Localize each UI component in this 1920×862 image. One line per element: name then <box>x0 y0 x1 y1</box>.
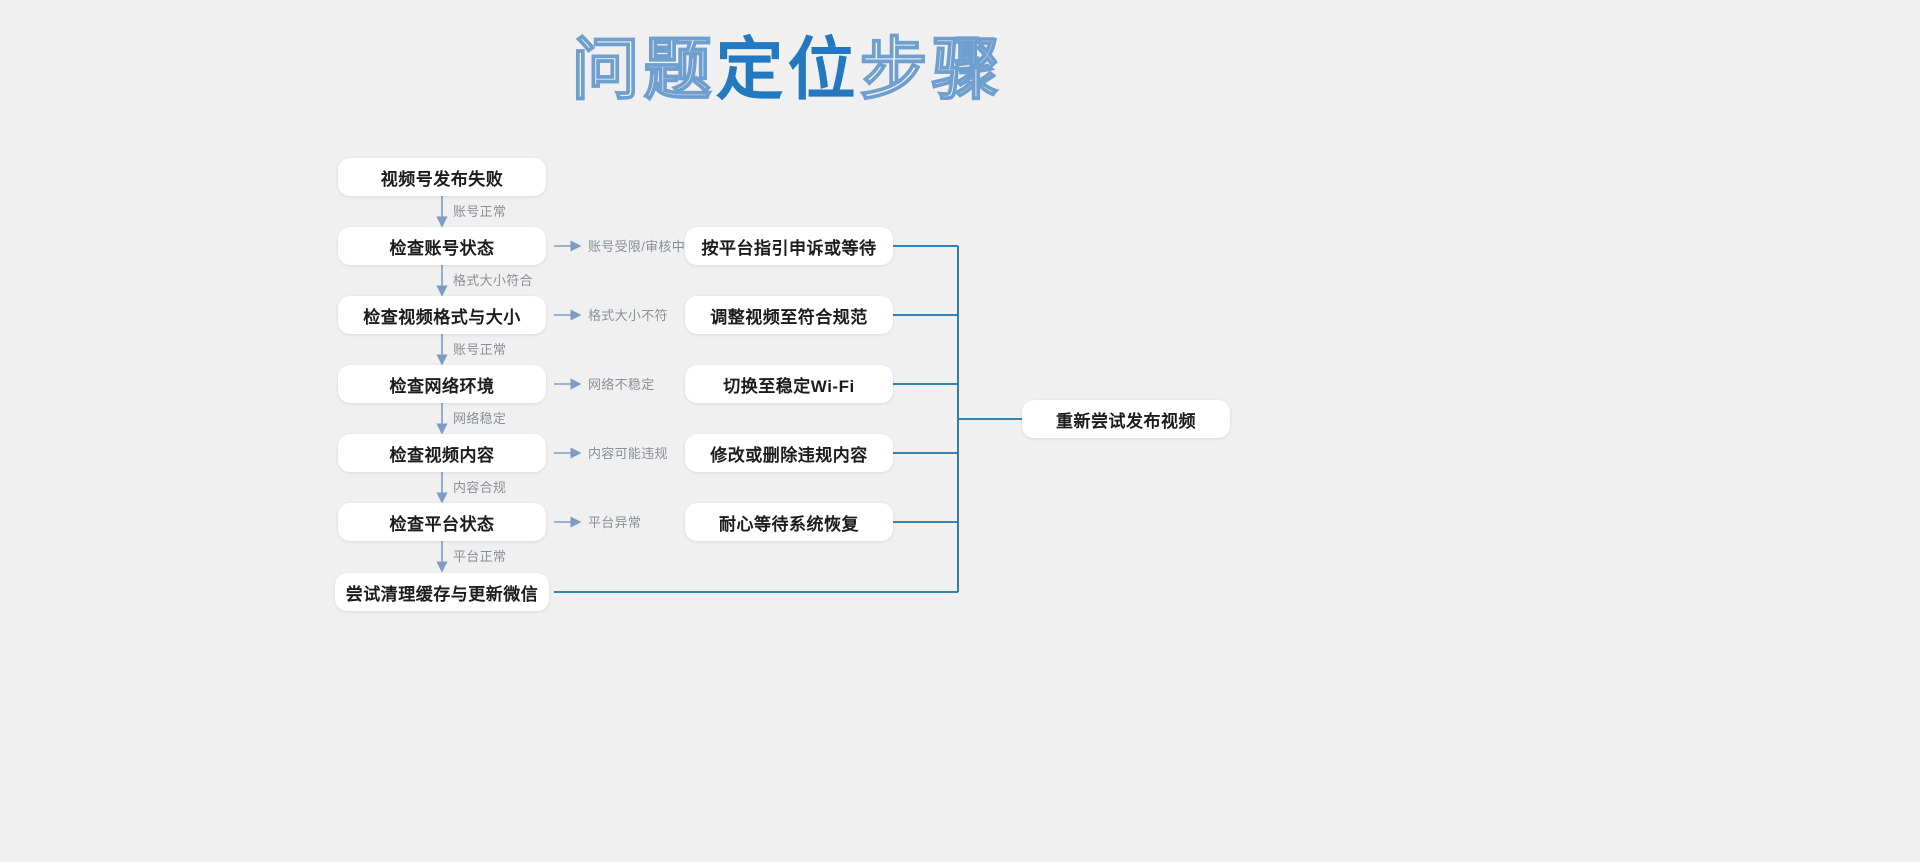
node-check-account[interactable]: 检查账号状态 <box>338 227 546 265</box>
node-action-switch-wifi[interactable]: 切换至稳定Wi-Fi <box>685 365 893 403</box>
step-label-account-normal: 账号正常 <box>453 204 507 219</box>
branch-label-account-restricted: 账号受限/审核中 <box>588 239 686 254</box>
step-label-platform-normal: 平台正常 <box>453 549 507 564</box>
branch-label-format-mismatch: 格式大小不符 <box>588 308 668 323</box>
node-check-network[interactable]: 检查网络环境 <box>338 365 546 403</box>
branch-label-content-violation: 内容可能违规 <box>588 446 668 461</box>
branch-label-platform-abnormal: 平台异常 <box>588 515 642 530</box>
node-label: 检查平台状态 <box>389 514 495 534</box>
node-check-content[interactable]: 检查视频内容 <box>338 434 546 472</box>
node-label: 按平台指引申诉或等待 <box>701 238 877 258</box>
branch-arrows <box>554 240 582 528</box>
node-action-adjust-video[interactable]: 调整视频至符合规范 <box>685 296 893 334</box>
node-clear-cache[interactable]: 尝试清理缓存与更新微信 <box>335 573 549 611</box>
node-check-format[interactable]: 检查视频格式与大小 <box>338 296 546 334</box>
node-retry-publish[interactable]: 重新尝试发布视频 <box>1022 400 1230 438</box>
branch-label-network-unstable: 网络不稳定 <box>588 377 655 392</box>
node-check-platform[interactable]: 检查平台状态 <box>338 503 546 541</box>
node-label: 调整视频至符合规范 <box>710 307 868 327</box>
node-start[interactable]: 视频号发布失败 <box>338 158 546 196</box>
node-label: 视频号发布失败 <box>380 169 504 189</box>
node-label: 重新尝试发布视频 <box>1056 411 1196 431</box>
step-label-content-compliant: 内容合规 <box>453 480 507 495</box>
node-label: 耐心等待系统恢复 <box>719 514 859 534</box>
node-label: 检查视频格式与大小 <box>363 307 521 327</box>
node-action-appeal[interactable]: 按平台指引申诉或等待 <box>685 227 893 265</box>
step-label-format-ok: 格式大小符合 <box>453 273 533 288</box>
merge-bus <box>554 245 1022 593</box>
node-label: 检查视频内容 <box>389 445 495 465</box>
step-label-account-normal-2: 账号正常 <box>453 342 507 357</box>
node-label: 尝试清理缓存与更新微信 <box>345 584 539 604</box>
node-action-edit-content[interactable]: 修改或删除违规内容 <box>685 434 893 472</box>
step-label-network-stable: 网络稳定 <box>453 411 507 426</box>
node-action-wait-recovery[interactable]: 耐心等待系统恢复 <box>685 503 893 541</box>
node-label: 修改或删除违规内容 <box>710 445 868 465</box>
node-label: 切换至稳定Wi-Fi <box>723 376 855 396</box>
node-label: 检查账号状态 <box>389 238 495 258</box>
node-label: 检查网络环境 <box>389 376 495 396</box>
